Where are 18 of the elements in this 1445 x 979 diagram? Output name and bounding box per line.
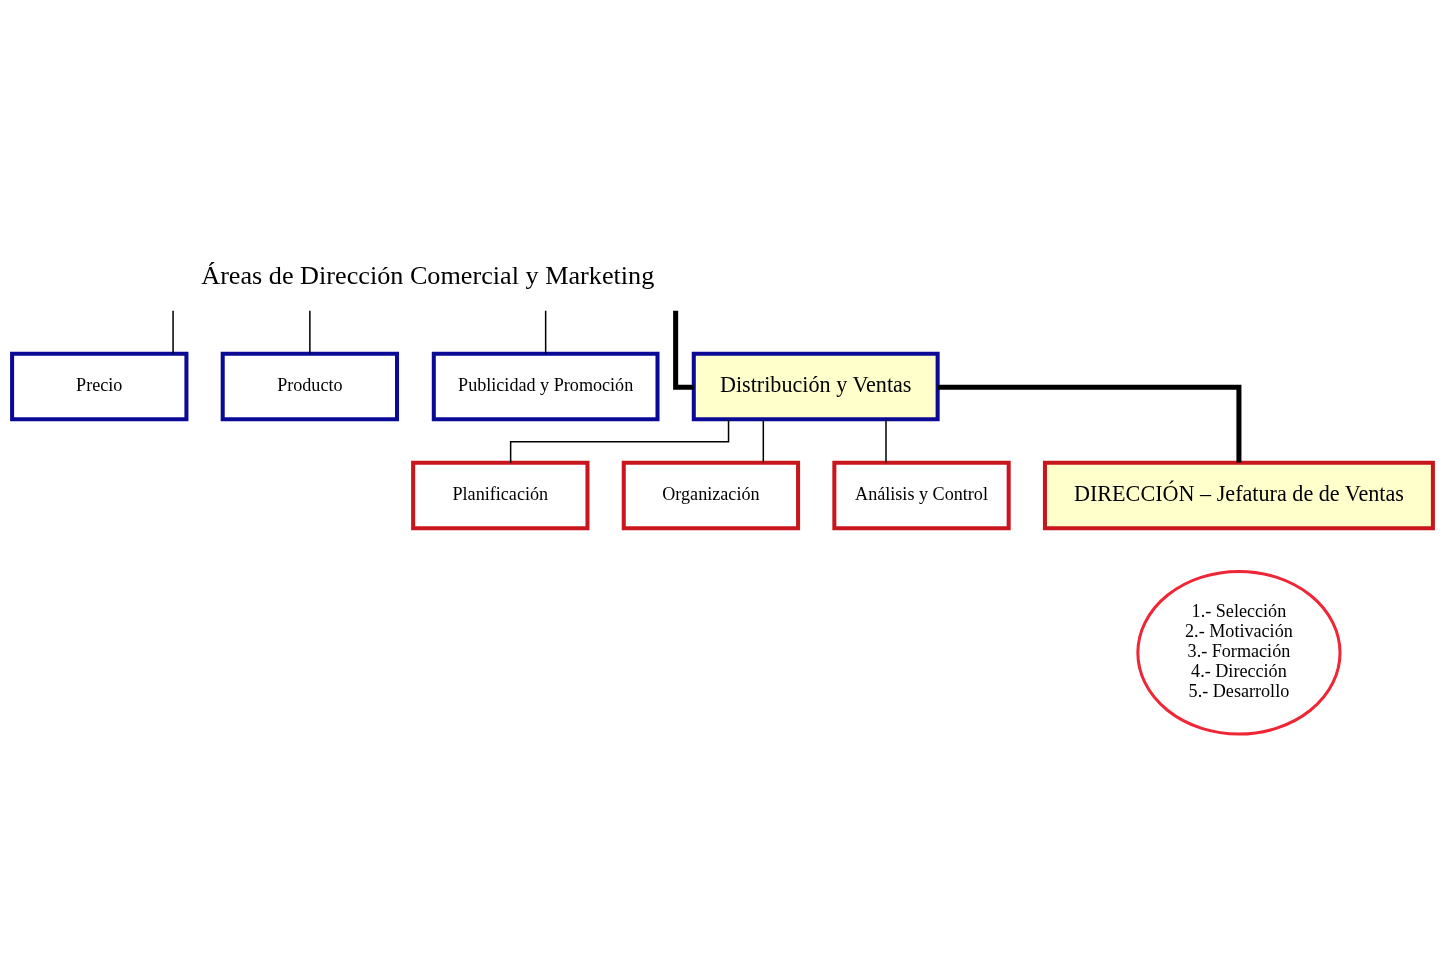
node-ellipse: 1.- Selección 2.- Motivación 3.- Formación 4.- Dirección 5.- Desarrollo [1136, 569, 1342, 736]
node-box: Publicidad y Promoción [431, 351, 660, 422]
node-box: Distribución y Ventas [691, 351, 940, 422]
connector [309, 309, 311, 355]
node-box: Planificación [411, 460, 590, 531]
connector [885, 418, 887, 464]
node-box: DIRECCIÓN – Jefatura de de Ventas [1042, 460, 1435, 531]
connector [937, 384, 1242, 463]
node-text: Áreas de Dirección Comercial y Marketing [201, 261, 655, 291]
node-box: Producto [220, 351, 400, 422]
node-box: Análisis y Control [832, 460, 1011, 531]
node-box: Organización [621, 460, 801, 531]
connector [509, 418, 730, 464]
connector [172, 309, 174, 355]
connector [762, 418, 765, 464]
connector [544, 309, 547, 355]
connector [673, 310, 694, 390]
node-box: Precio [10, 351, 189, 422]
